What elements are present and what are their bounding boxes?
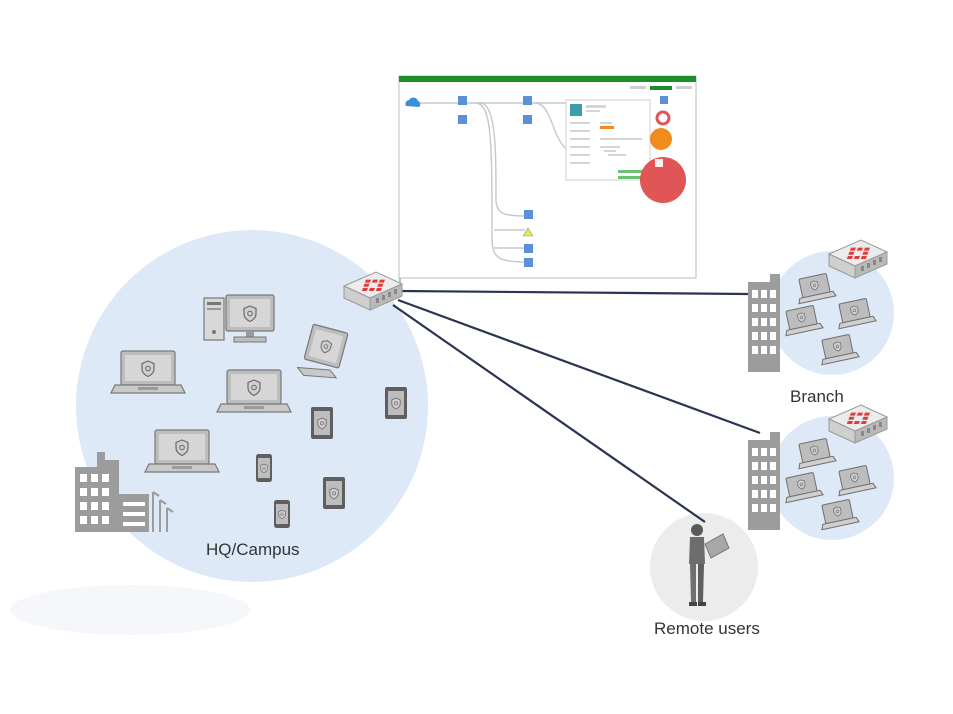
console-header-bar [399,76,696,82]
link-remote [392,304,706,523]
laptop-icon [145,430,219,472]
remote-zone [650,513,758,621]
console-red-bubble [640,157,686,203]
all-in-one-icon [296,323,349,379]
remote-user-icon [689,524,730,606]
console-orange-bubble [650,128,672,150]
phone-icon [274,500,290,528]
link-branch-2 [397,298,761,435]
laptop-icon [217,370,291,412]
management-console-screenshot [398,75,697,279]
tablet-icon [385,387,407,419]
network-links [392,289,761,523]
branch-building-icon [748,432,780,530]
hq-building-icon [75,452,174,532]
tablet-icon [311,407,333,439]
hq-campus-label: HQ/Campus [206,540,300,559]
tablet-icon [323,477,345,509]
laptop-icon [111,351,185,393]
console-alert-ring [655,110,671,126]
phone-icon [256,454,272,482]
branch-label: Branch [790,387,844,406]
desktop-monitor-icon [225,294,275,343]
branch-building-icon [748,274,780,372]
cloud-icon [405,97,421,107]
desktop-tower-icon [203,297,225,341]
link-branch-1 [399,289,749,296]
remote-users-label: Remote users [654,619,760,638]
